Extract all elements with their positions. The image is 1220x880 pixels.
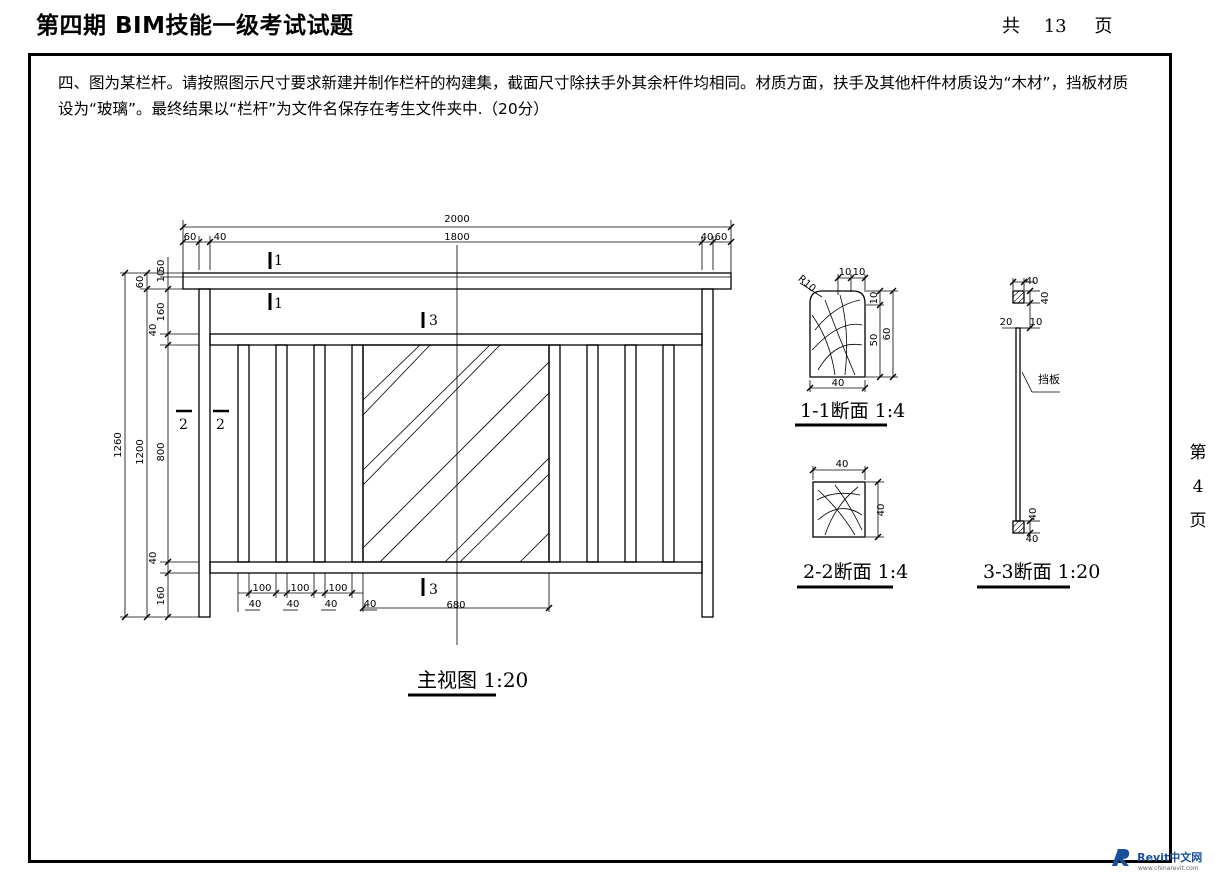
section-2-2-dims [809,466,884,541]
dim-40-h: 40 [832,378,845,389]
section-3-3 [1012,290,1025,534]
total-prefix: 共 [1002,16,1020,37]
top-rail [209,333,703,346]
side-page-value: 4 [1192,477,1204,497]
dim-10-a: 10 [839,267,852,278]
dim-60-v: 60 [135,276,146,289]
dim-1800: 1800 [444,232,469,243]
drawing-frame [28,53,1172,863]
dim-r10: R10 [796,274,818,295]
glass-panel [362,344,550,563]
side-page-suffix: 页 [1189,511,1207,531]
dim-10: 10 [1030,317,1043,328]
dim-10-v: 10 [156,270,167,283]
dim-40-bottom-a: 40 [1028,508,1039,521]
dim-1200-v: 1200 [135,439,146,464]
dim-40-right: 40 [701,232,714,243]
dim-50-v: 50 [869,334,880,347]
dim-40-v-top: 40 [148,324,159,337]
section-3-3-title: 3-3断面 1:20 [983,561,1100,583]
railing-front-view [182,245,732,645]
handrail-profile [809,290,866,378]
main-dimension-labels: 2000 1800 60 40 40 60 60 50 10 40 160 12… [113,214,727,611]
total-suffix: 页 [1094,16,1113,37]
section-mark-2-left: 2 [179,417,188,433]
watermark: Revit中文网 www.chinarevit.com [1110,846,1202,872]
section-mark-labels: 1 1 3 3 2 2 [179,253,438,598]
dim-40-v-bottom: 40 [148,552,159,565]
dim-50-v: 50 [156,260,167,273]
dim-10-v: 10 [869,292,880,305]
section-2-2 [812,481,866,538]
dim-60-left: 60 [184,232,197,243]
post-left [198,288,211,618]
dim-spacing-100-b: 100 [290,583,309,594]
dim-width-40-a: 40 [249,599,262,610]
dim-40-h: 40 [836,459,849,470]
bottom-rail [209,561,703,574]
section-mark-2-right: 2 [216,417,225,433]
section-markers [176,252,425,596]
main-dimensions [120,220,735,621]
dim-800-v: 800 [156,442,167,461]
section-mark-1-bottom: 1 [274,296,283,312]
dim-40-bottom-b: 40 [1026,534,1039,545]
dim-20: 20 [1000,317,1013,328]
question-text: 四、图为某栏杆。请按照图示尺寸要求新建并制作栏杆的构建集，截面尺寸除扶手外其余杆… [58,74,1129,118]
dim-40-v: 40 [876,504,887,517]
glass-panel-profile [1015,327,1021,522]
dim-spacing-100-c: 100 [328,583,347,594]
section-1-1-title: 1-1断面 1:4 [800,400,905,422]
dim-60-right: 60 [715,232,728,243]
dim-1260-v: 1260 [113,432,124,457]
main-view-title: 主视图 1:20 [417,668,528,692]
section-3-3-labels: 40 40 20 10 40 40 挡板 [1000,276,1060,545]
dim-spacing-100-a: 100 [252,583,271,594]
dim-40-top-v: 40 [1040,292,1051,305]
watermark-text: Revit中文网 [1137,851,1203,864]
dim-glass-680: 680 [446,600,465,611]
dim-160-v-top: 160 [156,302,167,321]
dim-40-top: 40 [1026,276,1039,287]
section-mark-3-top: 3 [429,313,438,329]
watermark-url: www.chinarevit.com [1138,864,1199,872]
section-1-1 [809,290,866,378]
exam-title: 第四期 BIM技能一级考试试题 [36,13,354,39]
dim-width-40-d: 40 [364,599,377,610]
dim-40-left: 40 [214,232,227,243]
side-page-number: 第 4 页 [1186,436,1210,538]
page-total: 共 13 页 [1002,12,1112,38]
dim-60-v: 60 [882,328,893,341]
section-2-2-labels: 40 40 [836,459,887,516]
section-1-1-dims [799,274,898,392]
dim-width-40-b: 40 [287,599,300,610]
section-3-3-dims [1002,278,1060,540]
dim-width-40-c: 40 [325,599,338,610]
dim-10-b: 10 [853,267,866,278]
side-page-prefix: 第 [1189,443,1207,463]
label-baffle: 挡板 [1038,372,1060,386]
total-pages: 13 [1043,16,1067,37]
dim-2000: 2000 [444,214,469,225]
revit-logo-icon [1112,848,1130,866]
balusters [237,344,675,563]
dim-160-v-bottom: 160 [156,586,167,605]
section-mark-3-bottom: 3 [429,582,438,598]
baluster-profile [812,481,866,538]
section-2-2-title: 2-2断面 1:4 [803,561,908,583]
section-mark-1-top: 1 [274,253,283,269]
post-right [701,288,714,618]
